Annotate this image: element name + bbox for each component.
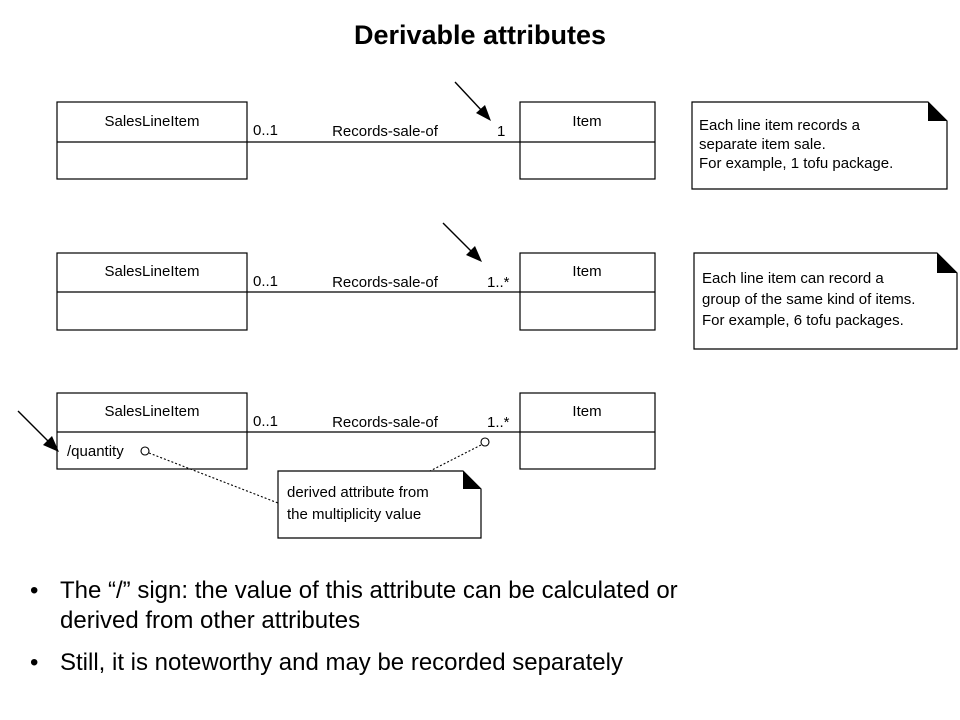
slide-title: Derivable attributes <box>353 20 607 50</box>
note-line: For example, 6 tofu packages. <box>702 312 904 329</box>
class-name: Item <box>572 263 601 280</box>
class-box-saleslineitem: SalesLineItem <box>56 101 248 180</box>
note-line: the multiplicity value <box>287 506 421 523</box>
anchor-circle <box>140 446 150 456</box>
class-name: SalesLineItem <box>104 263 199 280</box>
class-name: Item <box>572 113 601 130</box>
derived-attribute: /quantity <box>67 443 124 460</box>
bullet-text-line: Still, it is noteworthy and may be recor… <box>60 649 623 676</box>
bullet-text-line: The “/” sign: the value of this attribut… <box>60 577 678 604</box>
anchor-circle <box>480 437 490 447</box>
note-box: Each line item records a separate item s… <box>691 101 948 190</box>
note-line: group of the same kind of items. <box>702 291 915 308</box>
diagram-2: SalesLineItem Item 0..1 Records-sale-of … <box>56 222 958 350</box>
arrow-icon <box>17 410 59 452</box>
class-name: SalesLineItem <box>104 113 199 130</box>
multiplicity-right: 1 <box>497 123 505 140</box>
association-label: Records-sale-of <box>332 123 439 140</box>
note-line: Each line item records a <box>699 117 861 134</box>
class-box-saleslineitem: SalesLineItem <box>56 252 248 331</box>
class-box-saleslineitem: SalesLineItem /quantity <box>56 392 248 470</box>
class-box-item: Item <box>519 252 656 331</box>
note-box: derived attribute from the multiplicity … <box>277 470 482 539</box>
class-box-item: Item <box>519 392 656 470</box>
note-connector <box>148 452 279 504</box>
class-box-item: Item <box>519 101 656 180</box>
bullet-list: • The “/” sign: the value of this attrib… <box>30 576 930 690</box>
association-label: Records-sale-of <box>332 274 439 291</box>
multiplicity-right: 1..* <box>487 414 510 431</box>
note-line: For example, 1 tofu package. <box>699 155 893 172</box>
association-label: Records-sale-of <box>332 414 439 431</box>
arrow-icon <box>454 81 491 121</box>
arrow-icon <box>442 222 482 262</box>
multiplicity-right: 1..* <box>487 274 510 291</box>
class-name: SalesLineItem <box>104 403 199 420</box>
note-line: separate item sale. <box>699 136 826 153</box>
note-line: derived attribute from <box>287 484 429 501</box>
multiplicity-left: 0..1 <box>253 273 278 290</box>
note-connector <box>429 444 482 472</box>
bullet-item: • Still, it is noteworthy and may be rec… <box>30 648 930 678</box>
bullet-dot-icon: • <box>30 577 39 604</box>
diagram-3: SalesLineItem /quantity Item 0..1 Record… <box>17 392 656 539</box>
note-line: Each line item can record a <box>702 270 884 287</box>
diagram-1: SalesLineItem Item 0..1 Records-sale-of … <box>56 81 948 190</box>
note-box: Each line item can record a group of the… <box>693 252 958 350</box>
multiplicity-left: 0..1 <box>253 413 278 430</box>
bullet-item: • The “/” sign: the value of this attrib… <box>30 576 930 636</box>
bullet-dot-icon: • <box>30 649 39 676</box>
class-name: Item <box>572 403 601 420</box>
multiplicity-left: 0..1 <box>253 122 278 139</box>
bullet-text-line: derived from other attributes <box>60 607 361 634</box>
